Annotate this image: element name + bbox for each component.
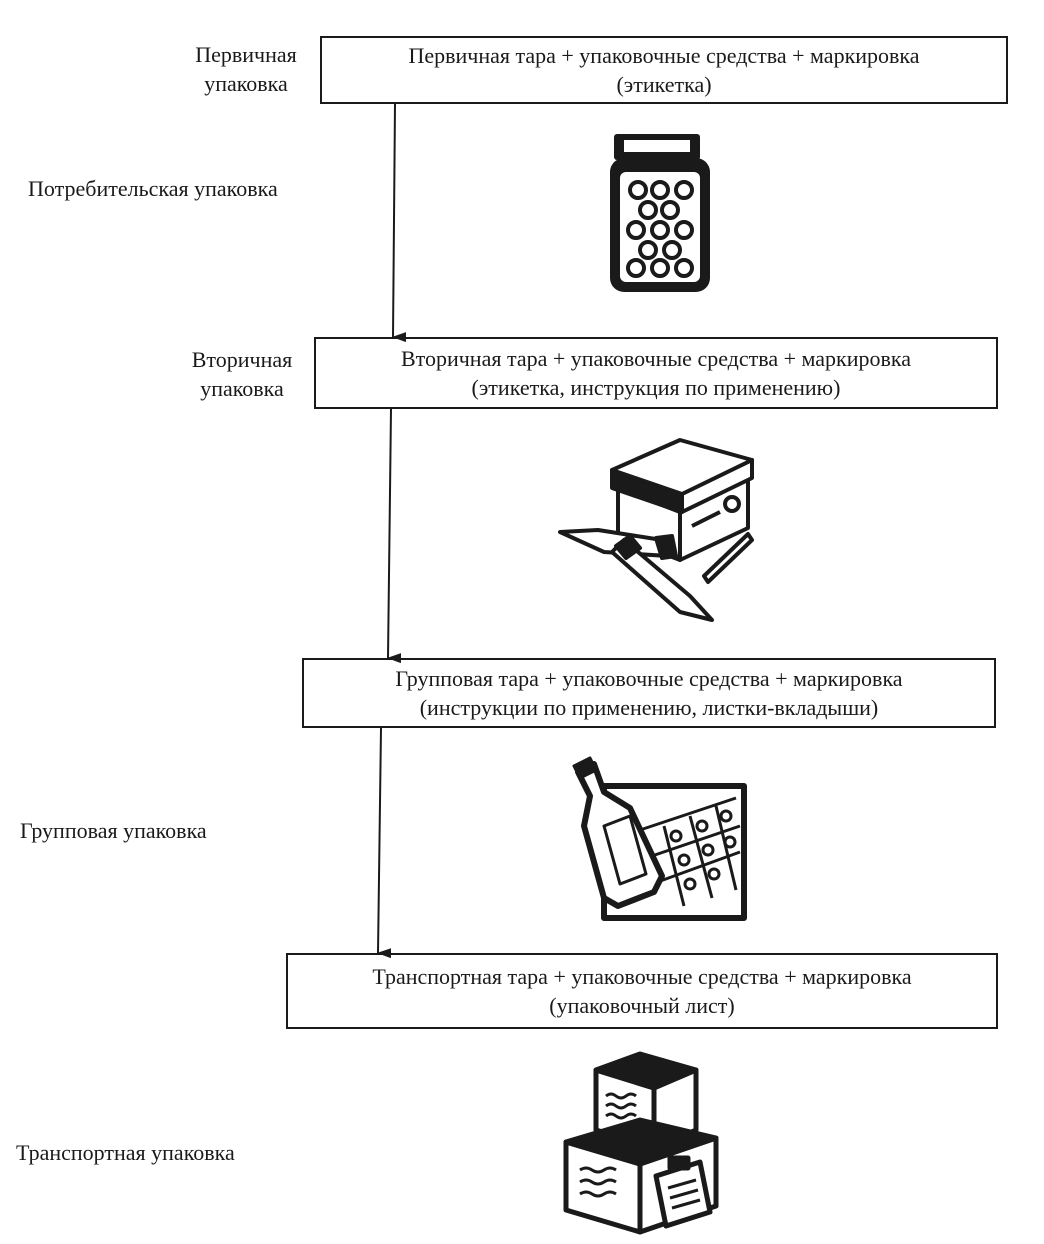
secondary-packaging-box: Вторичная тара + упаковочные средства + …	[314, 337, 998, 409]
label-secondary-packaging: Вторичная упаковка	[191, 347, 293, 401]
arrow-secondary-to-group	[387, 408, 402, 664]
label-group-packaging: Групповая упаковка	[20, 818, 207, 843]
arrow-primary-to-secondary	[392, 103, 407, 343]
primary-packaging-box: Первичная тара + упаковочные средства + …	[320, 36, 1008, 104]
group-packaging-box: Групповая тара + упаковочные средства + …	[302, 658, 996, 728]
label-consumer-packaging: Потребительская упаковка	[28, 176, 278, 201]
arrow-group-to-transport	[377, 727, 392, 959]
label-transport-packaging: Транспортная упаковка	[16, 1140, 235, 1165]
label-primary-packaging: Первичная упаковка	[195, 42, 297, 96]
transport-packaging-box: Транспортная тара + упаковочные средства…	[286, 953, 998, 1029]
